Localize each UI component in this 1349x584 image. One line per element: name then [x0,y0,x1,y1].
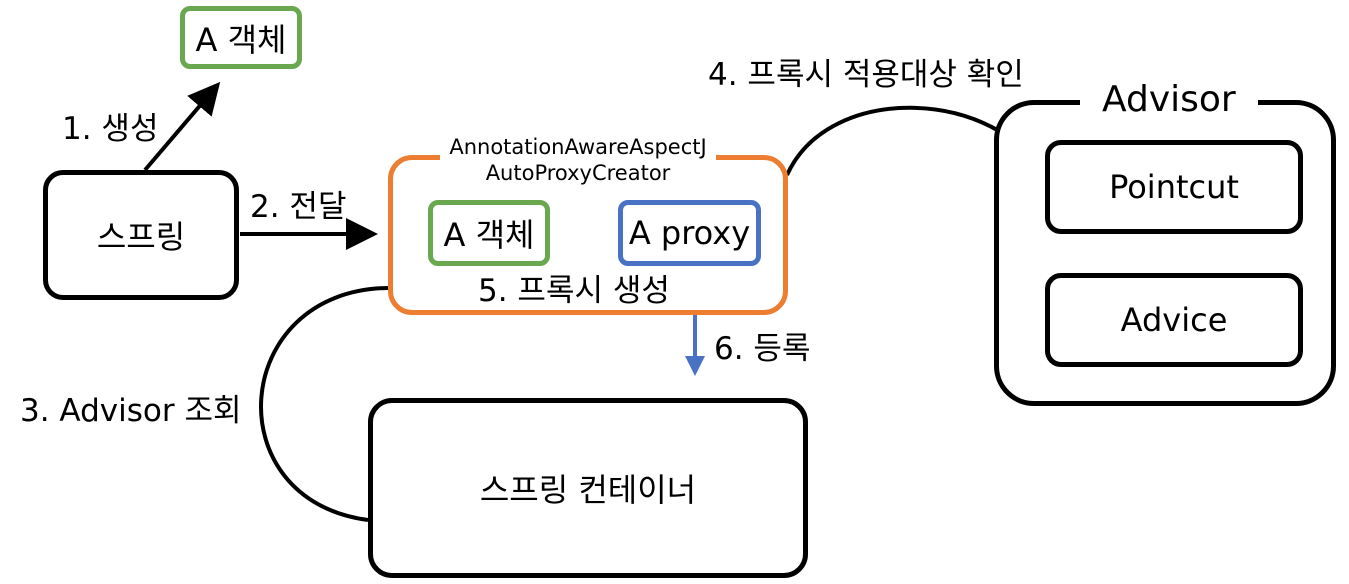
a-object-top-box: A 객체 [180,6,302,69]
advice-label: Advice [1120,301,1228,339]
step1-label: 1. 생성 [62,111,159,147]
step3-label: 3. Advisor 조회 [20,393,242,429]
a-object-inner-box: A 객체 [428,200,550,266]
spring-container-box: 스프링 컨테이너 [368,398,808,578]
step2-label: 2. 전달 [250,189,347,225]
creator-title-line2: AutoProxyCreator [485,161,671,185]
creator-title-line1: AnnotationAwareAspectJ [449,135,707,159]
step4-label: 4. 프록시 적용대상 확인 [708,57,1024,93]
create-arrow [143,81,221,172]
step5-label: 5. 프록시 생성 [478,273,670,309]
auto-proxy-creator-title: AnnotationAwareAspectJ AutoProxyCreator [440,134,716,186]
a-object-inner-label: A 객체 [443,216,535,254]
a-proxy-box: A proxy [618,200,761,266]
pointcut-box: Pointcut [1045,140,1303,234]
pointcut-label: Pointcut [1109,168,1239,206]
advisor-lookup-curve [259,286,389,522]
spring-box: 스프링 [43,170,239,300]
a-object-top-label: A 객체 [195,20,287,59]
advisor-title: Advisor [1080,82,1258,118]
step6-label: 6. 등록 [714,331,811,367]
advice-box: Advice [1045,273,1303,367]
spring-label: 스프링 [96,218,186,256]
a-proxy-label: A proxy [628,214,751,252]
spring-container-label: 스프링 컨테이너 [479,471,697,509]
